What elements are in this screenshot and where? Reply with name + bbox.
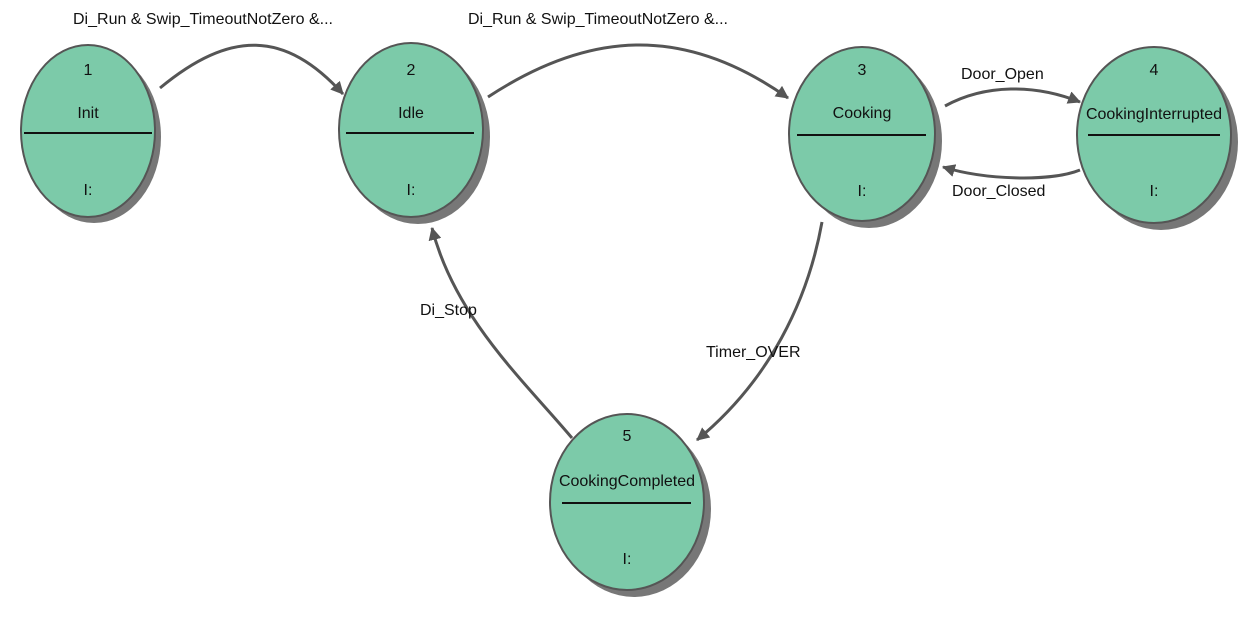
state-init[interactable]: 1 Init I:: [20, 44, 161, 223]
state-action: I:: [407, 182, 416, 199]
transition-arrow: [428, 226, 574, 439]
transition-label: Di_Run & Swip_TimeoutNotZero &...: [73, 11, 333, 28]
state-cooking-interrupted[interactable]: 4 CookingInterrupted I:: [1076, 46, 1238, 230]
transition-idle-to-cooking[interactable]: Di_Run & Swip_TimeoutNotZero &...: [468, 11, 789, 100]
state-action: I:: [858, 183, 867, 200]
state-number: 4: [1150, 62, 1159, 79]
state-action: I:: [84, 182, 93, 199]
transition-label: Di_Run & Swip_TimeoutNotZero &...: [468, 11, 728, 28]
transition-completed-to-idle[interactable]: Di_Stop: [420, 226, 574, 439]
state-name: Cooking: [833, 105, 892, 122]
state-name: CookingCompleted: [559, 473, 695, 490]
state-name: Idle: [398, 105, 424, 122]
transition-init-to-idle[interactable]: Di_Run & Swip_TimeoutNotZero &...: [73, 11, 345, 96]
transition-label: Door_Open: [961, 66, 1044, 83]
state-cooking[interactable]: 3 Cooking I:: [788, 46, 942, 228]
state-circle: [338, 42, 484, 218]
state-action: I:: [1150, 183, 1159, 200]
state-circle: [20, 44, 156, 218]
state-number: 2: [407, 62, 416, 79]
state-number: 5: [623, 428, 632, 445]
transition-arrow: [696, 221, 824, 442]
transition-arrow: [944, 87, 1082, 108]
transition-interrupted-to-cooking[interactable]: Door_Closed: [941, 164, 1081, 200]
transition-cooking-to-interrupted[interactable]: Door_Open: [944, 66, 1082, 108]
transition-label: Door_Closed: [952, 183, 1045, 200]
transition-cooking-to-completed[interactable]: Timer_OVER: [696, 221, 824, 442]
transition-arrow: [159, 43, 345, 96]
state-cooking-completed[interactable]: 5 CookingCompleted I:: [549, 413, 711, 597]
transition-arrow: [941, 164, 1081, 180]
state-name: CookingInterrupted: [1086, 106, 1222, 123]
transition-label: Di_Stop: [420, 302, 477, 319]
transition-label: Timer_OVER: [706, 344, 801, 361]
state-number: 3: [858, 62, 867, 79]
state-number: 1: [84, 62, 93, 79]
state-action: I:: [623, 551, 632, 568]
state-idle[interactable]: 2 Idle I:: [338, 42, 490, 224]
state-name: Init: [77, 105, 99, 122]
transition-arrow: [487, 43, 789, 100]
